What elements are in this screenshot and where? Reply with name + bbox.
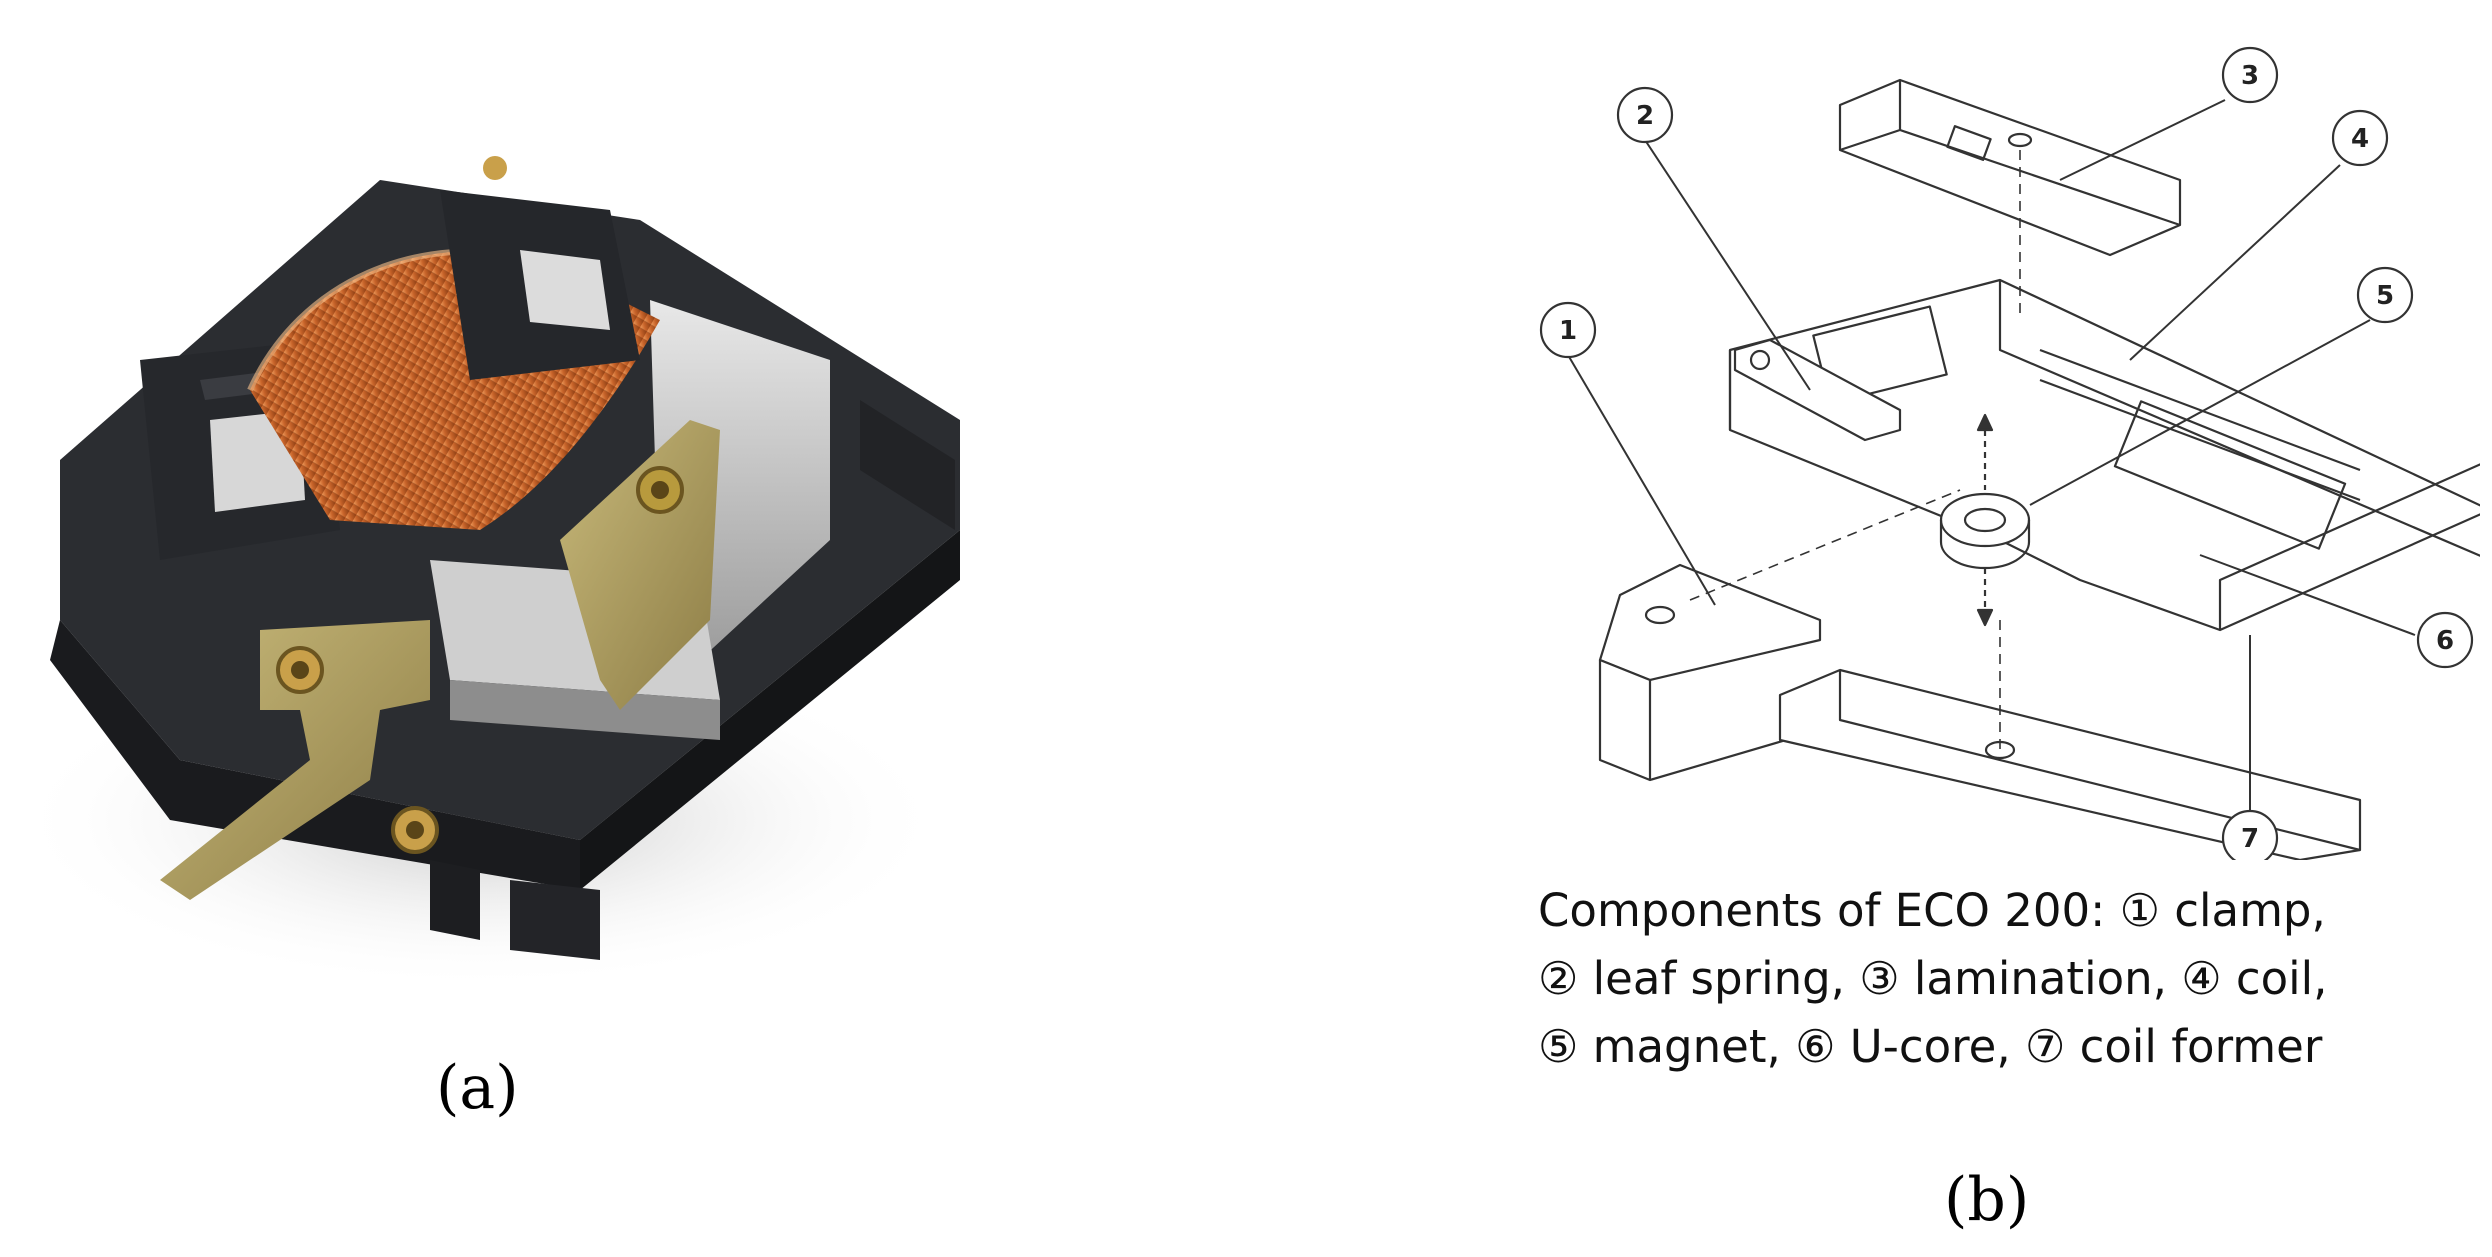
exploded-view-diagram: 1 2 3 4 5 6 7 [1480,20,2480,860]
callout-5: 5 [2376,281,2394,311]
assembly-axes [1689,150,2021,750]
caption-line: ② leaf spring, ③ lamination, ④ coil, [1538,952,2328,1005]
callout-1: 1 [1559,316,1577,346]
bobbin-flange-right [440,156,640,380]
panel-a-label: (a) [436,1053,519,1123]
magnet-part [1939,413,2031,627]
callout-3: 3 [2241,61,2259,91]
callout-circles [1539,46,2474,860]
callout-7: 7 [2241,824,2259,854]
caption-line: ⑤ magnet, ⑥ U-core, ⑦ coil former [1538,1020,2323,1073]
caption-line: Components of ECO 200: ① clamp, [1538,884,2326,937]
leaf-spring [560,420,720,710]
callout-4: 4 [2351,124,2369,154]
callout-leaders [1567,99,2416,810]
lamination-top-part [1838,78,2182,257]
relay-photo [0,60,1020,1040]
callout-6: 6 [2436,626,2454,656]
panel-b-label: (b) [1944,1165,2030,1235]
components-caption: Components of ECO 200: ① clamp, ② leaf s… [1538,877,2327,1081]
lamination-bottom-part [1778,668,2362,860]
leaf-spring-part [1733,338,1902,442]
coil-former-body [1728,278,2480,632]
brass-clamp [160,620,439,900]
callout-2: 2 [1636,101,1654,131]
